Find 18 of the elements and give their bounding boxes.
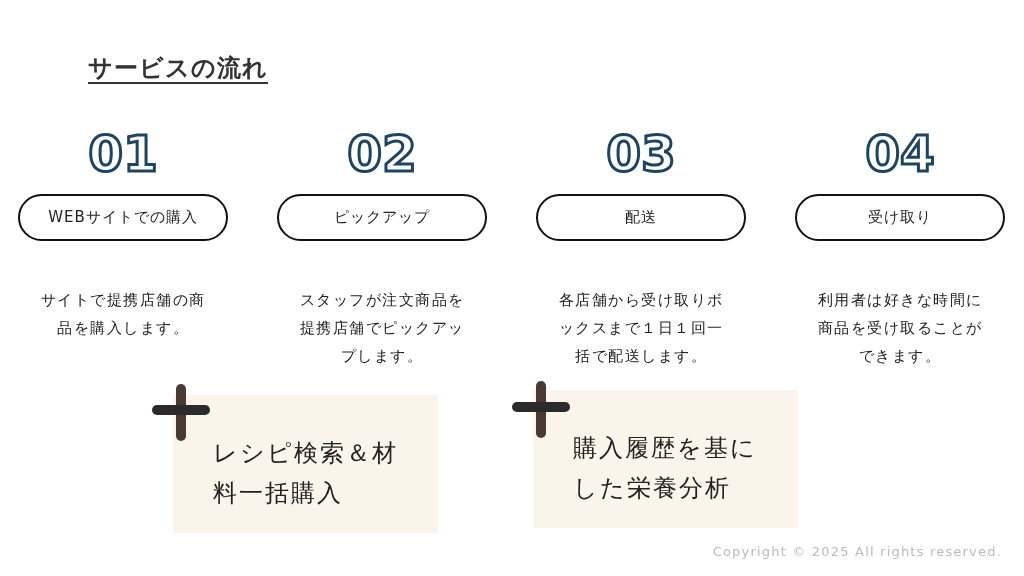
step-pill: 受け取り bbox=[795, 194, 1005, 241]
section-title: サービスの流れ bbox=[88, 53, 268, 84]
step-number: 03 bbox=[605, 124, 677, 184]
step-pill: 配送 bbox=[536, 194, 746, 241]
step-description: 利用者は好きな時間に商品を受け取ることができます。 bbox=[816, 290, 984, 367]
step-pill: WEBサイトでの購入 bbox=[18, 194, 228, 241]
copyright-text: Copyright © 2025 All rights reserved. bbox=[712, 544, 1002, 559]
step-number: 04 bbox=[864, 124, 936, 184]
step-number: 02 bbox=[346, 124, 418, 184]
step-description: スタッフが注文商品を提携店舗でピックアップします。 bbox=[298, 290, 466, 367]
step-description: 各店舗から受け取りボックスまで１日１回一括で配送します。 bbox=[557, 290, 725, 367]
feature-text: レシピ検索＆材料一括購入 bbox=[213, 438, 399, 509]
feature-card bbox=[173, 395, 438, 533]
step-number: 01 bbox=[87, 124, 159, 184]
feature-card bbox=[533, 390, 798, 528]
step-pill: ピックアップ bbox=[277, 194, 487, 241]
feature-text: 購入履歴を基にした栄養分析 bbox=[573, 433, 758, 504]
step-description: サイトで提携店舗の商品を購入します。 bbox=[39, 290, 207, 339]
